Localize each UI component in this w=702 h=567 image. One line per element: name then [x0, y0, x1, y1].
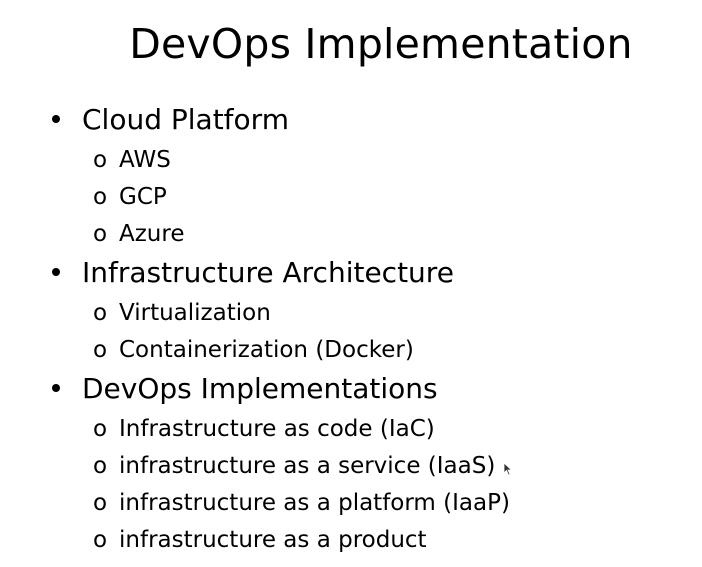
section-label: DevOps Implementations	[82, 372, 438, 405]
list-item-label: GCP	[119, 184, 167, 210]
sub-bullet-marker: o	[93, 527, 108, 553]
mouse-pointer-icon	[503, 462, 513, 476]
sub-bullet-marker: o	[93, 416, 108, 442]
list-item-label: Infrastructure as code (IaC)	[119, 416, 435, 442]
bullet-dot	[52, 384, 60, 392]
sub-bullet-marker: o	[93, 453, 108, 479]
list-item-label: Virtualization	[119, 300, 271, 326]
list-item-label: Containerization (Docker)	[119, 337, 414, 363]
sub-bullet-marker: o	[93, 221, 108, 247]
list-item-label: infrastructure as a platform (IaaP)	[119, 490, 510, 516]
slide-title: DevOps Implementation	[129, 20, 633, 68]
sub-bullet-marker: o	[93, 184, 108, 210]
sub-bullet-marker: o	[93, 147, 108, 173]
list-item-label: Azure	[119, 221, 185, 247]
list-item-label: infrastructure as a service (IaaS)	[119, 453, 496, 479]
list-item-label: infrastructure as a product	[119, 527, 427, 553]
section-label: Infrastructure Architecture	[82, 256, 454, 289]
bullet-dot	[52, 115, 60, 123]
list-item-label: AWS	[119, 147, 171, 173]
sub-bullet-marker: o	[93, 337, 108, 363]
section-label: Cloud Platform	[82, 103, 289, 136]
sub-bullet-marker: o	[93, 490, 108, 516]
sub-bullet-marker: o	[93, 300, 108, 326]
bullet-dot	[52, 268, 60, 276]
